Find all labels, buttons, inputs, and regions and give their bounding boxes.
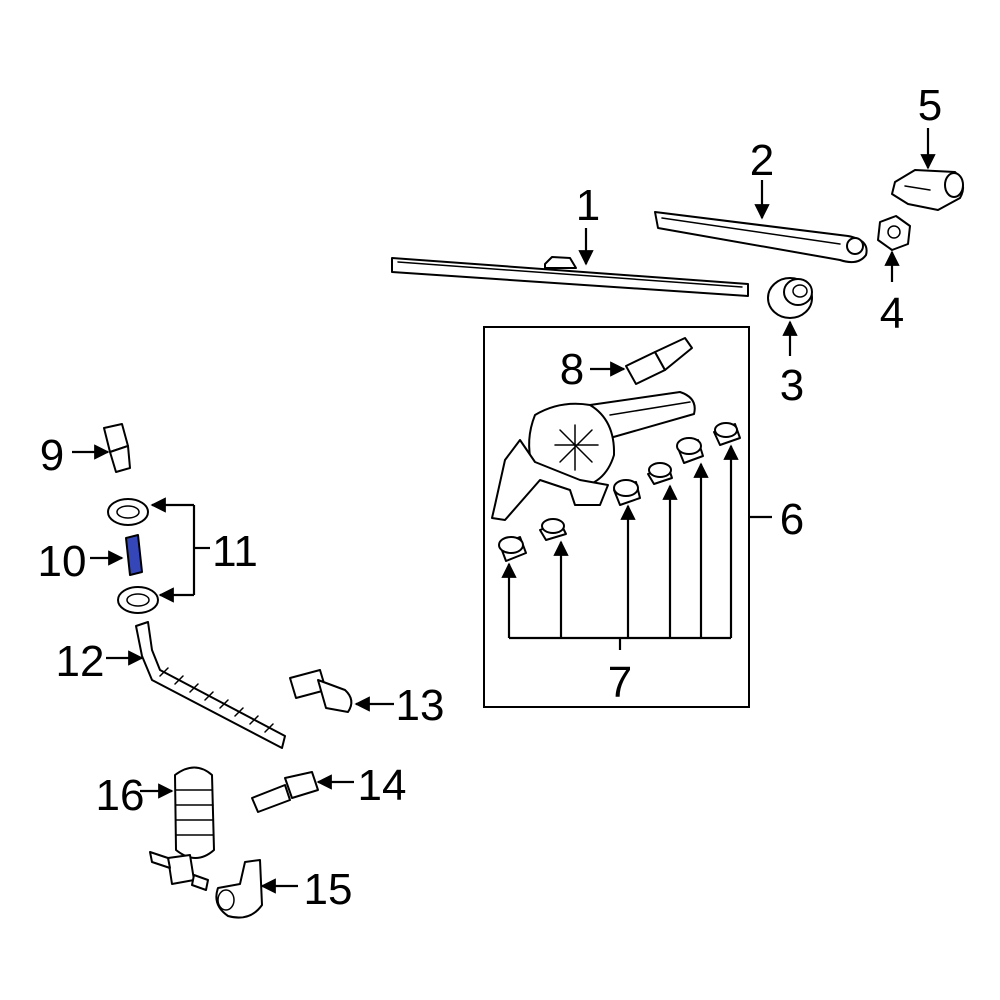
callout-12: 12 [56, 637, 105, 686]
part-4-nut[interactable] [877, 215, 911, 251]
part-6-wiper-motor[interactable] [491, 391, 696, 521]
part-11-clamp-upper[interactable] [107, 498, 149, 526]
part-2-wiper-arm[interactable] [654, 211, 868, 264]
part-7-bolt-a[interactable] [498, 536, 527, 562]
callout-14: 14 [358, 761, 407, 810]
part-8-connector[interactable] [625, 337, 693, 385]
part-9-nozzle[interactable] [103, 423, 131, 473]
callout-2: 2 [750, 136, 774, 185]
part-1-wiper-blade[interactable] [391, 256, 749, 297]
part-7-bolt-f[interactable] [713, 422, 741, 446]
callout-15: 15 [304, 865, 353, 914]
callout-labels: 1 2 3 4 5 6 7 8 9 10 11 12 13 14 15 16 [38, 81, 943, 914]
part-7-bolt-b[interactable] [539, 518, 567, 541]
callout-4: 4 [880, 289, 904, 338]
callout-1: 1 [576, 181, 600, 230]
callout-11: 11 [212, 527, 258, 576]
part-14-connector[interactable] [251, 771, 319, 813]
part-13-connector[interactable] [289, 669, 353, 713]
callout-5: 5 [918, 81, 942, 130]
callout-10: 10 [38, 537, 87, 586]
part-15-elbow[interactable] [215, 859, 263, 919]
callout-3: 3 [780, 361, 804, 410]
part-16-washer-pump[interactable] [149, 766, 215, 891]
part-11-clamp-lower[interactable] [117, 586, 159, 614]
callout-9: 9 [40, 431, 64, 480]
part-5-cap[interactable] [891, 169, 965, 211]
part-3-grommet[interactable] [767, 277, 813, 319]
part-7-bolt-c[interactable] [613, 479, 641, 506]
part-12-washer-tube[interactable] [135, 621, 286, 749]
callout-7: 7 [608, 658, 632, 707]
assembly-frame [483, 326, 750, 708]
leader-lines [72, 128, 936, 894]
part-10-hose[interactable] [125, 534, 143, 576]
part-7-bolt-e[interactable] [676, 437, 704, 464]
callout-16: 16 [96, 771, 145, 820]
callout-8: 8 [560, 345, 584, 394]
part-7-bolt-d[interactable] [647, 462, 673, 485]
callout-13: 13 [396, 681, 445, 730]
callout-6: 6 [780, 495, 804, 544]
